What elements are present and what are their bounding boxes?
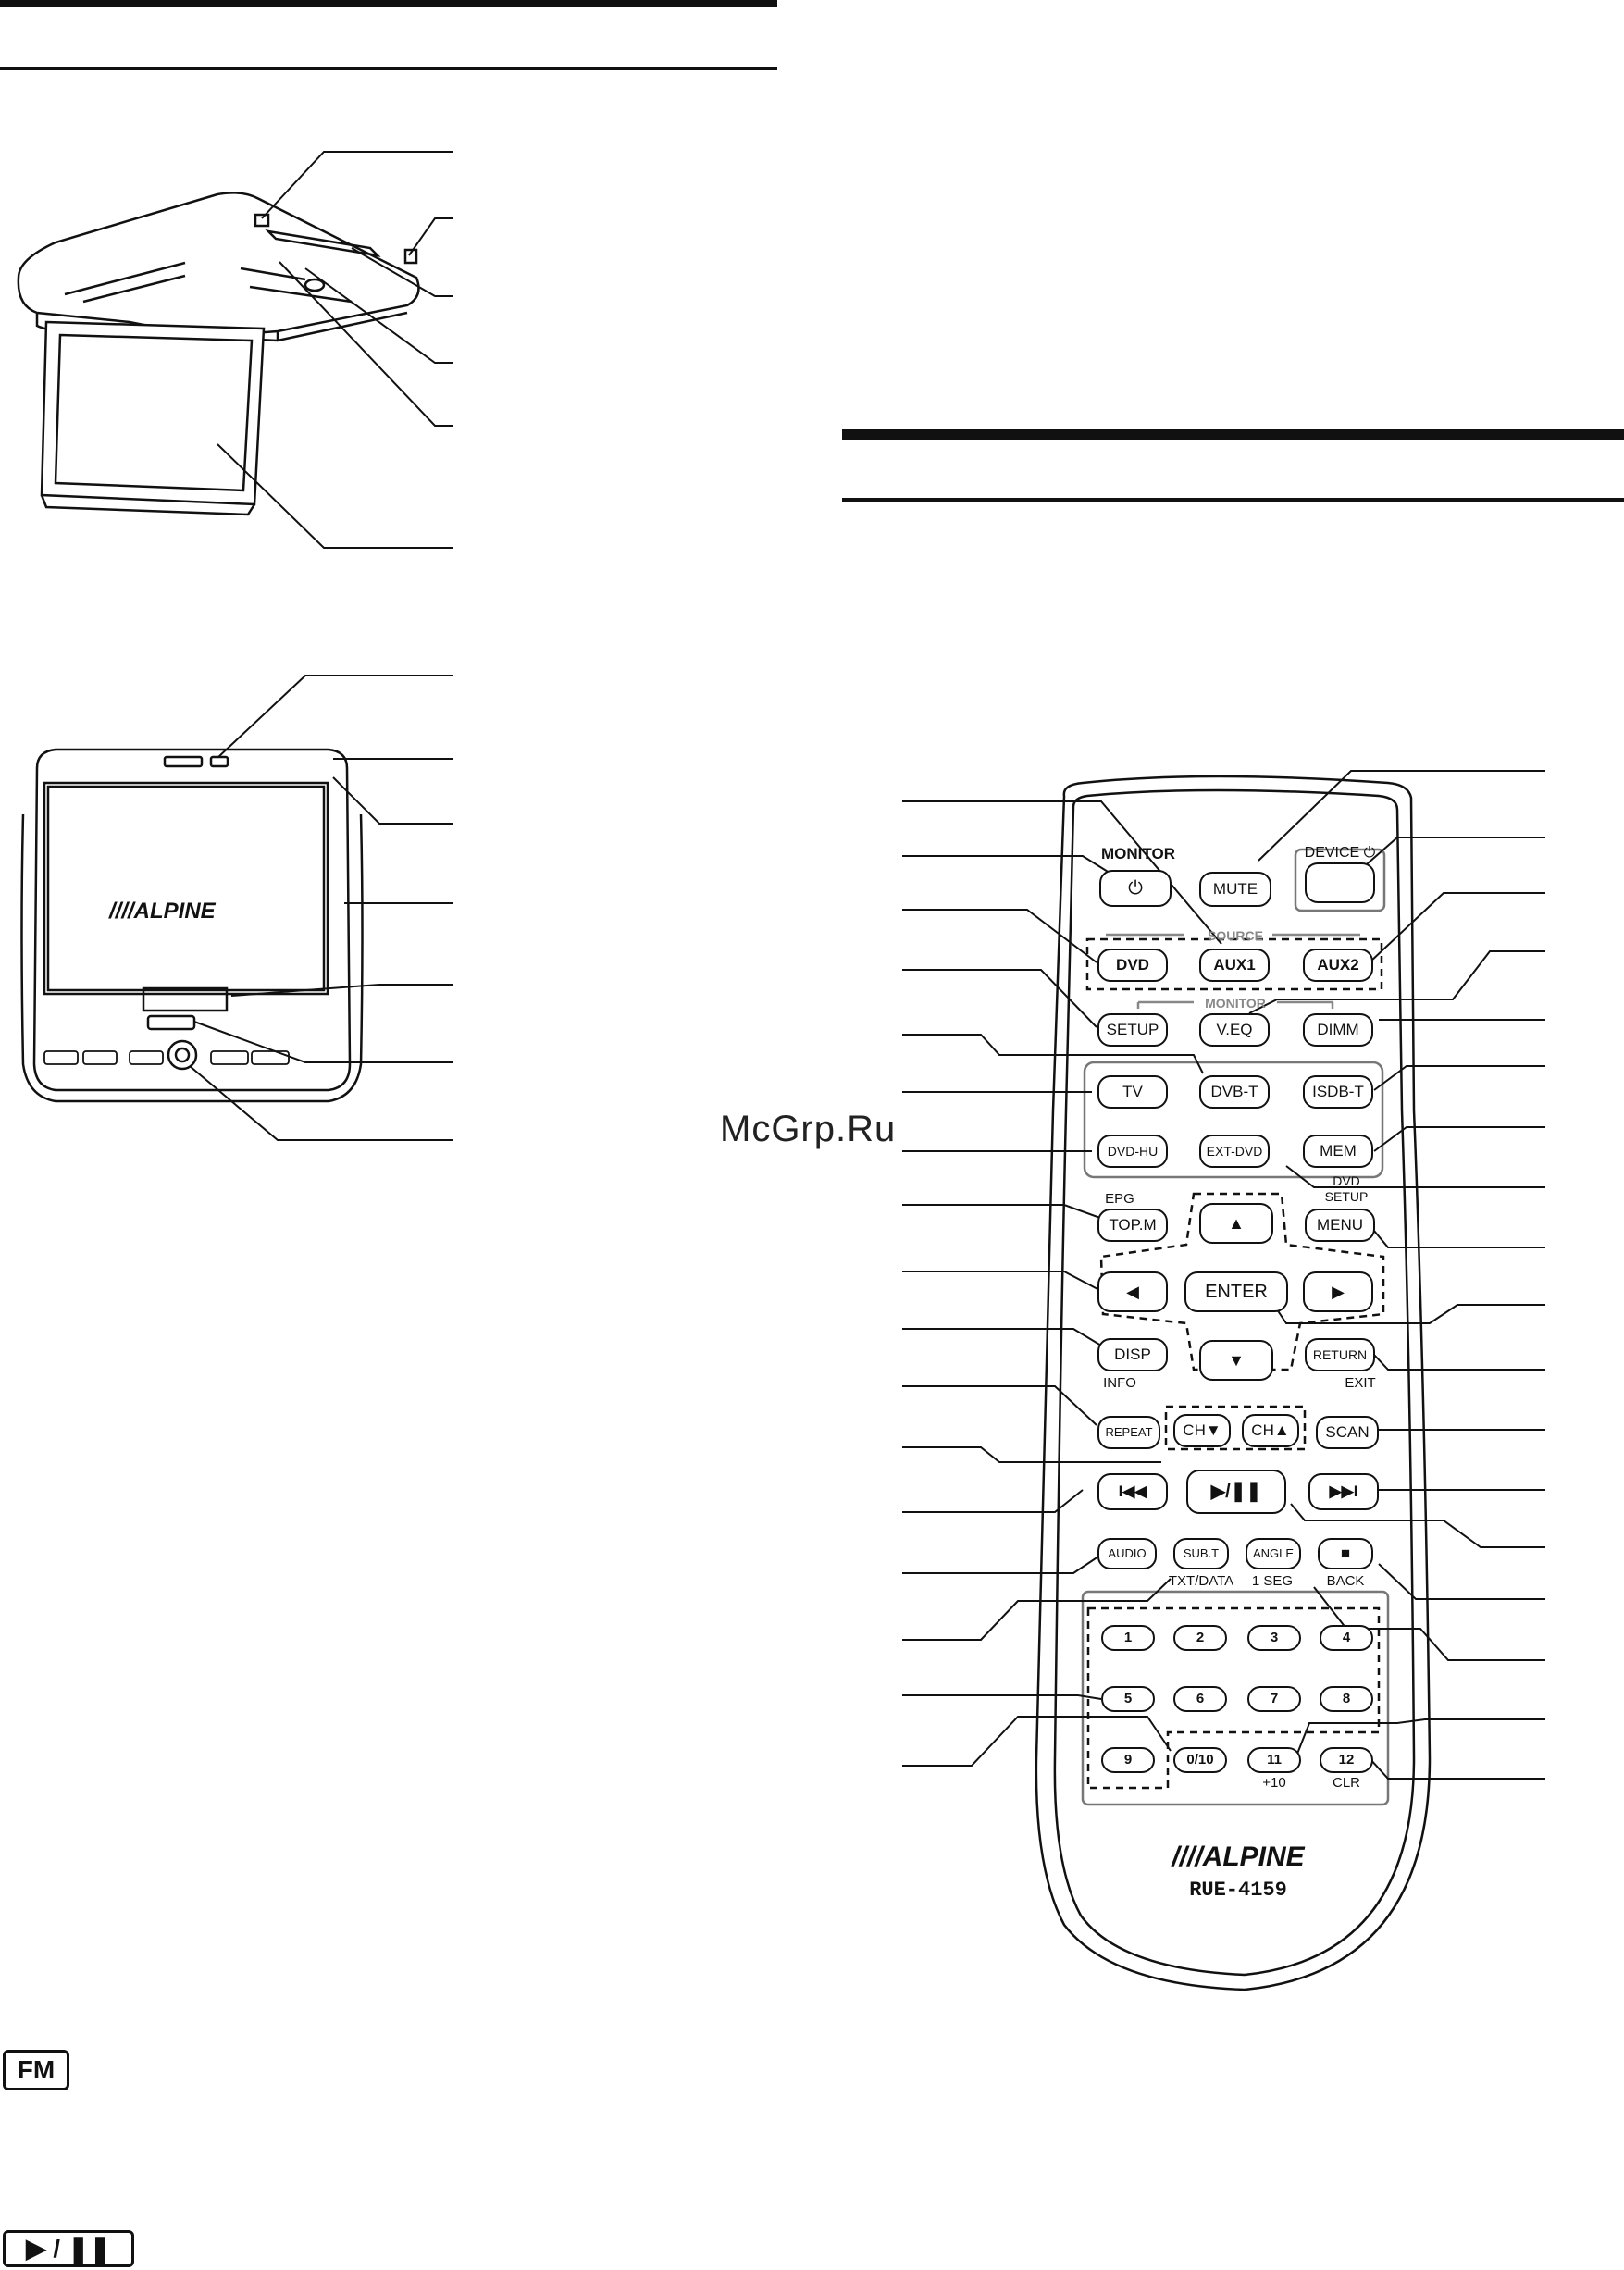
audio-button[interactable]: AUDIO	[1097, 1538, 1157, 1569]
remote-model: RUE-4159	[1189, 1879, 1287, 1902]
front-monitor-brand: ////ALPINE	[108, 899, 217, 924]
num-6-button[interactable]: 6	[1173, 1686, 1227, 1712]
num-11-button[interactable]: 11	[1247, 1747, 1301, 1773]
plus10-label: +10	[1262, 1775, 1286, 1791]
top-left-thick-rule	[0, 0, 777, 7]
ch-up-button[interactable]: CH▲	[1242, 1414, 1299, 1447]
num-9-button[interactable]: 9	[1101, 1747, 1155, 1773]
dvd-setup-label-2: SETUP	[1324, 1189, 1369, 1204]
setup-button[interactable]: SETUP	[1097, 1013, 1168, 1047]
watermark: McGrp.Ru	[720, 1109, 897, 1149]
num-0-10-button[interactable]: 0/10	[1173, 1747, 1227, 1773]
dvdhu-button[interactable]: DVD-HU	[1097, 1135, 1168, 1168]
source-label: SOURCE	[1208, 928, 1263, 943]
topm-button[interactable]: TOP.M	[1097, 1209, 1168, 1242]
right-button[interactable]: ▶	[1303, 1271, 1373, 1312]
right-thin-rule	[842, 498, 1624, 502]
num-5-button[interactable]: 5	[1101, 1686, 1155, 1712]
num-12-button[interactable]: 12	[1320, 1747, 1373, 1773]
info-label: INFO	[1103, 1375, 1136, 1391]
dvbt-button[interactable]: DVB-T	[1199, 1075, 1270, 1109]
monitor-label: MONITOR	[1101, 845, 1175, 862]
dvd-button[interactable]: DVD	[1097, 949, 1168, 982]
ch-down-button[interactable]: CH▼	[1173, 1414, 1231, 1447]
extdvd-button[interactable]: EXT-DVD	[1199, 1135, 1270, 1168]
overhead-monitor-drawing	[17, 192, 420, 516]
mem-button[interactable]: MEM	[1303, 1135, 1373, 1168]
dimm-button[interactable]: DIMM	[1303, 1013, 1373, 1047]
veq-button[interactable]: V.EQ	[1199, 1013, 1270, 1047]
scan-button[interactable]: SCAN	[1316, 1416, 1379, 1449]
back-label: BACK	[1326, 1573, 1365, 1589]
num-2-button[interactable]: 2	[1173, 1625, 1227, 1651]
device-label: DEVICE ⏻	[1304, 845, 1376, 861]
play-pause-button[interactable]: ▶/❚❚	[1186, 1470, 1286, 1514]
num-1-button[interactable]: 1	[1101, 1625, 1155, 1651]
disp-button[interactable]: DISP	[1097, 1338, 1168, 1371]
repeat-button[interactable]: REPEAT	[1097, 1416, 1160, 1449]
front-monitor-drawing	[20, 748, 364, 1103]
monitor-group-label: MONITOR	[1205, 996, 1266, 1011]
enter-button[interactable]: ENTER	[1184, 1271, 1288, 1312]
remote-callouts-left	[902, 800, 1222, 1767]
subt-button[interactable]: SUB.T	[1173, 1538, 1229, 1569]
txtdata-label: TXT/DATA	[1168, 1573, 1234, 1589]
num-3-button[interactable]: 3	[1247, 1625, 1301, 1651]
epg-label: EPG	[1105, 1191, 1134, 1207]
tv-button[interactable]: TV	[1097, 1075, 1168, 1109]
front-figure-callouts	[189, 675, 453, 1141]
oneseg-label: 1 SEG	[1251, 1573, 1294, 1589]
monitor-power-button[interactable]: ⏻	[1099, 870, 1172, 907]
mute-button[interactable]: MUTE	[1199, 872, 1271, 907]
aux2-button[interactable]: AUX2	[1303, 949, 1373, 982]
clr-label: CLR	[1332, 1775, 1360, 1791]
top-left-thin-rule	[0, 67, 777, 70]
num-7-button[interactable]: 7	[1247, 1686, 1301, 1712]
fm-badge: FM	[3, 2050, 69, 2090]
top-figure-callouts	[217, 151, 453, 549]
remote-brand: ////ALPINE	[1172, 1842, 1305, 1872]
prev-button[interactable]: I◀◀	[1097, 1473, 1168, 1510]
num-8-button[interactable]: 8	[1320, 1686, 1373, 1712]
remote-callouts-right	[1248, 770, 1545, 1780]
play-pause-badge: ▶ / ❚❚	[3, 2230, 134, 2267]
angle-button[interactable]: ANGLE	[1246, 1538, 1301, 1569]
menu-button[interactable]: MENU	[1305, 1209, 1375, 1242]
isdbt-button[interactable]: ISDB-T	[1303, 1075, 1373, 1109]
return-button[interactable]: RETURN	[1305, 1338, 1375, 1371]
next-button[interactable]: ▶▶I	[1308, 1473, 1379, 1510]
down-button[interactable]: ▼	[1199, 1340, 1273, 1381]
device-power-button[interactable]	[1305, 862, 1375, 903]
aux1-button[interactable]: AUX1	[1199, 949, 1270, 982]
up-button[interactable]: ▲	[1199, 1203, 1273, 1244]
exit-label: EXIT	[1345, 1375, 1376, 1391]
dvd-setup-label-1: DVD	[1333, 1173, 1360, 1188]
num-4-button[interactable]: 4	[1320, 1625, 1373, 1651]
right-thick-rule	[842, 429, 1624, 440]
left-button[interactable]: ◀	[1097, 1271, 1168, 1312]
stop-button[interactable]: ■	[1318, 1538, 1373, 1569]
remote-body	[1035, 775, 1432, 1991]
